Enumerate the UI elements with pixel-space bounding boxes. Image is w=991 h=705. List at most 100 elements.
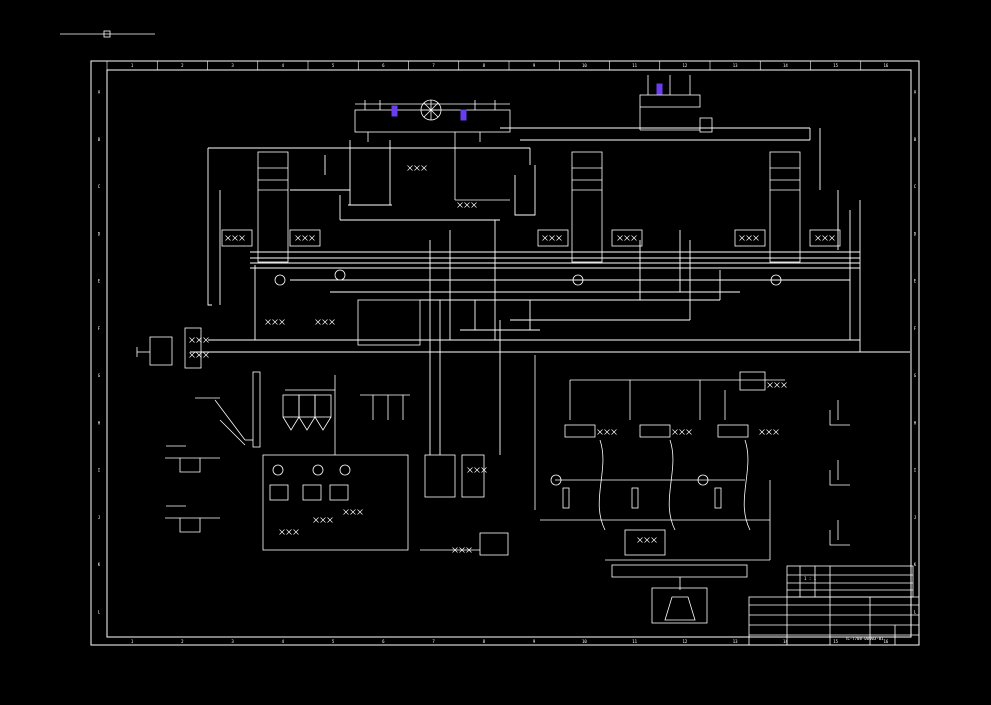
border-tick-label: 15 xyxy=(833,639,838,644)
border-tick-label: 8 xyxy=(483,639,486,644)
border-tick-label: 9 xyxy=(533,639,536,644)
valve-icon xyxy=(279,529,285,535)
border-tick-label: 2 xyxy=(181,63,184,68)
border-tick-label: J xyxy=(914,515,916,520)
valve-icon xyxy=(753,235,759,241)
border-tick-label: J xyxy=(98,515,100,520)
scale-indicator xyxy=(60,30,155,38)
valve-icon xyxy=(739,235,745,241)
valve-icon xyxy=(767,382,773,388)
border-tick-label: G xyxy=(914,373,917,378)
valve-icon xyxy=(766,429,772,435)
valve-icon xyxy=(686,429,692,435)
border-tick-label: B xyxy=(98,137,101,142)
valve-icon xyxy=(203,337,209,343)
valve-icon xyxy=(327,517,333,523)
valve-icon xyxy=(414,165,420,171)
valve-icon xyxy=(464,202,470,208)
border-tick-label: 7 xyxy=(432,639,435,644)
valve-icon xyxy=(232,235,238,241)
valve-icon xyxy=(549,235,555,241)
border-tick-label: A xyxy=(98,90,101,95)
border-tick-label: 3 xyxy=(231,639,234,644)
valve-icon xyxy=(357,509,363,515)
border-tick-label: 14 xyxy=(783,63,788,68)
border-tick-label: H xyxy=(98,420,101,425)
border-tick-label: 7 xyxy=(432,63,435,68)
valve-icon xyxy=(407,165,413,171)
valve-icon xyxy=(293,529,299,535)
valve-icon xyxy=(617,235,623,241)
left-tank xyxy=(136,327,202,369)
valve-icon xyxy=(773,429,779,435)
valve-icon xyxy=(815,235,821,241)
border-tick-label: 9 xyxy=(533,63,536,68)
valve-icon xyxy=(611,429,617,435)
top-right-unit xyxy=(639,75,713,133)
valve-icon xyxy=(631,235,637,241)
border-tick-label: 11 xyxy=(632,63,637,68)
valve-icon xyxy=(272,319,278,325)
border-tick-label: F xyxy=(98,326,101,331)
valve-icon xyxy=(457,202,463,208)
border-tick-label: F xyxy=(914,326,917,331)
border-tick-label: E xyxy=(914,279,917,284)
border-tick-label: 16 xyxy=(883,63,888,68)
border-tick-label: C xyxy=(98,184,101,189)
valve-icon xyxy=(203,352,209,358)
border-tick-label: I xyxy=(914,468,917,473)
valve-icon xyxy=(781,382,787,388)
right-treatment xyxy=(534,355,785,624)
tower-right xyxy=(734,151,841,263)
valve-icon xyxy=(315,319,321,325)
valve-icon xyxy=(189,337,195,343)
valve-icon xyxy=(239,235,245,241)
border-tick-label: 4 xyxy=(282,63,285,68)
border-tick-label: 6 xyxy=(382,639,385,644)
valve-icon xyxy=(320,517,326,523)
valve-icon xyxy=(189,352,195,358)
valve-icon xyxy=(604,429,610,435)
valve-icon xyxy=(421,165,427,171)
border-tick-label: 2 xyxy=(181,639,184,644)
pits xyxy=(165,445,220,533)
valve-icon xyxy=(343,509,349,515)
valve-icon xyxy=(309,235,315,241)
title-block xyxy=(748,565,920,646)
header-manifold xyxy=(354,99,511,201)
border-tick-label: 5 xyxy=(332,639,335,644)
border-tick-label: K xyxy=(914,562,917,567)
valve-icon xyxy=(467,467,473,473)
header-pumps xyxy=(274,269,782,286)
border-tick-label: G xyxy=(98,373,101,378)
valve-icon xyxy=(759,429,765,435)
border-tick-label: 1 xyxy=(131,639,134,644)
border-tick-label: 4 xyxy=(282,639,285,644)
valve-icon xyxy=(597,429,603,435)
drawing-number: TL-7708-00003-01 xyxy=(845,636,884,641)
piping-network xyxy=(190,127,910,455)
tower-middle xyxy=(537,151,643,263)
border-tick-label: L xyxy=(914,609,917,614)
valve-icon xyxy=(542,235,548,241)
border-tick-label: 13 xyxy=(733,639,738,644)
border-tick-label: 11 xyxy=(632,639,637,644)
center-units xyxy=(357,299,509,556)
valve-icon xyxy=(265,319,271,325)
valve-icon xyxy=(822,235,828,241)
valve-icon xyxy=(556,235,562,241)
border-tick-label: H xyxy=(914,420,917,425)
valve-icon xyxy=(679,429,685,435)
border-tick-label: 10 xyxy=(582,63,587,68)
border-tick-label: 3 xyxy=(231,63,234,68)
border-tick-label: D xyxy=(98,231,101,236)
valve-icon xyxy=(350,509,356,515)
valve-icon xyxy=(471,202,477,208)
border-tick-label: 15 xyxy=(833,63,838,68)
border-tick-label: E xyxy=(98,279,101,284)
valve-icon xyxy=(651,537,657,543)
valve-icon xyxy=(302,235,308,241)
border-tick-label: 1 xyxy=(131,63,134,68)
border-tick-label: I xyxy=(98,468,101,473)
valve-icon xyxy=(286,529,292,535)
